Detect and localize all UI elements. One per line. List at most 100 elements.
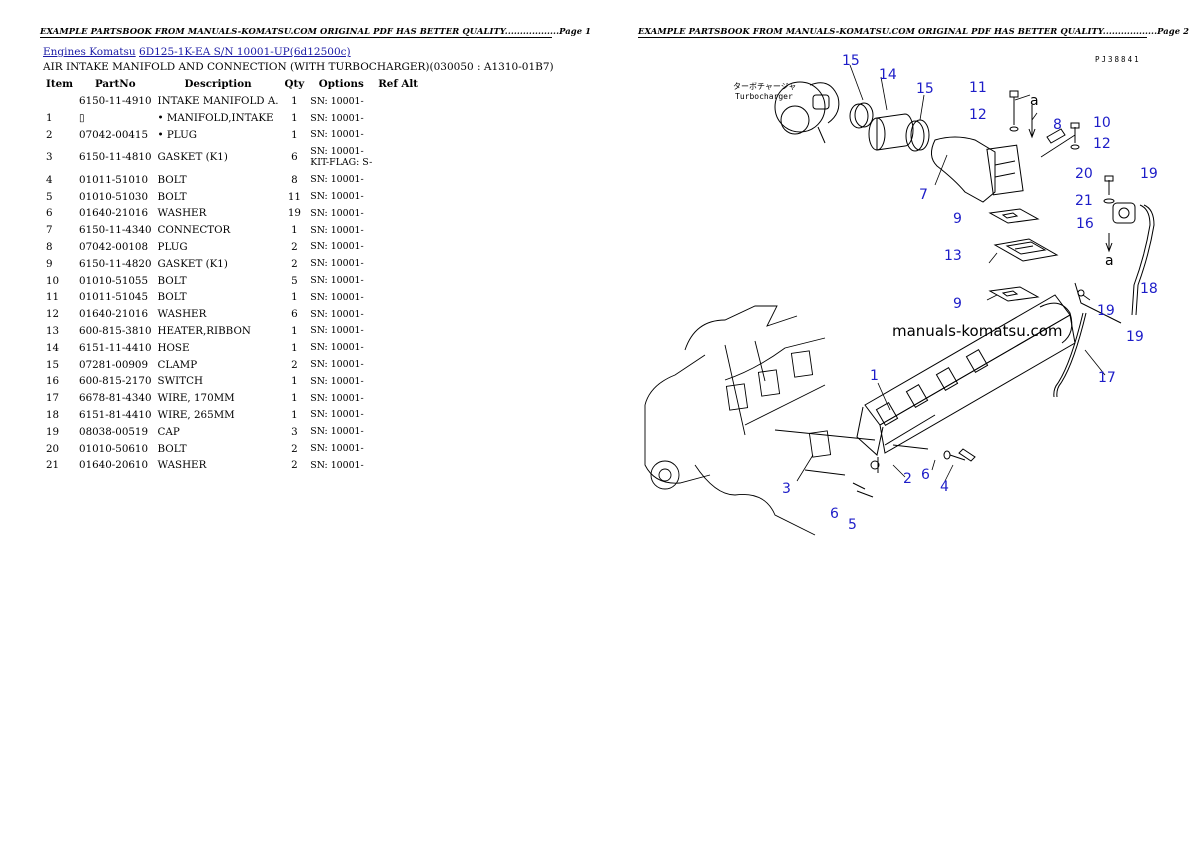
- callout-12: 12: [969, 107, 987, 123]
- page-1: EXAMPLE PARTSBOOK FROM MANUALS-KOMATSU.C…: [40, 26, 591, 474]
- cell-item: 16: [46, 375, 60, 388]
- leader-lines: [796, 64, 1106, 482]
- col-header-options: Options: [318, 78, 364, 90]
- cell-ref-alt: [375, 205, 421, 222]
- cell-description: INTAKE MANIFOLD A.: [157, 95, 279, 108]
- cell-part-number: 07281-00909: [79, 358, 149, 371]
- cell-options: SN: 10001-: [310, 409, 364, 421]
- turbocharger-label-jp: ターボチャージャ: [733, 82, 796, 91]
- cell-options: SN: 10001-: [310, 224, 364, 236]
- cell-part-number: 6151-11-4410: [79, 341, 152, 354]
- callout-16: 16: [1076, 216, 1094, 232]
- callout-3: 3: [782, 481, 791, 497]
- cell-description: WASHER: [157, 308, 207, 321]
- cell-ref-alt: [375, 222, 421, 239]
- cell-part-number: 6678-81-4340: [79, 392, 152, 405]
- cell-description: WIRE, 170MM: [157, 392, 235, 405]
- cell-part-number: 01011-51045: [79, 291, 149, 304]
- hose-and-clamps-drawing: [849, 102, 930, 152]
- cell-part-number: 01010-51055: [79, 274, 149, 287]
- cell-ref-alt: [375, 171, 421, 188]
- cell-description: BOLT: [157, 291, 187, 304]
- cell-options: SN: 10001-: [310, 129, 364, 141]
- callout-6: 6: [830, 506, 839, 522]
- cell-description: SWITCH: [157, 375, 203, 388]
- col-header-qty: Qty: [284, 78, 305, 90]
- arrow-label-a-bottom: a: [1105, 253, 1114, 269]
- bolts-right-drawing: [804, 90, 1155, 498]
- cell-description: • PLUG: [157, 128, 197, 141]
- cell-ref-alt: [375, 407, 421, 424]
- breadcrumb-link-model[interactable]: 6D125-1K-EA S/N 10001-UP(6d12500c): [139, 46, 351, 58]
- parts-table: Item PartNo Description Qty Options Ref …: [43, 75, 421, 474]
- cell-part-number: 01640-20610: [79, 459, 149, 472]
- cell-ref-alt: [375, 373, 421, 390]
- cell-ref-alt: [375, 457, 421, 474]
- cell-item: [43, 93, 76, 110]
- cell-item: 2: [46, 128, 53, 141]
- callout-12: 12: [1093, 136, 1111, 152]
- callout-8: 8: [1053, 117, 1062, 133]
- cell-qty: 6: [291, 308, 298, 321]
- cell-qty: 1: [291, 95, 298, 108]
- callout-1: 1: [870, 368, 879, 384]
- cell-ref-alt: [375, 272, 421, 289]
- callout-6: 6: [921, 467, 930, 483]
- intake-manifold-drawing: [856, 294, 1076, 456]
- callout-19: 19: [1140, 166, 1158, 182]
- cell-description: BOLT: [157, 190, 187, 203]
- watermark: manuals-komatsu.com: [892, 322, 1063, 340]
- cell-options: SN: 10001-: [310, 95, 364, 107]
- callout-13: 13: [944, 248, 962, 264]
- cell-qty: 1: [291, 112, 298, 125]
- breadcrumb-link-engines[interactable]: Engines Komatsu: [43, 46, 136, 58]
- callout-20: 20: [1075, 166, 1093, 182]
- cell-item: 4: [46, 173, 53, 186]
- cell-options: SN: 10001-: [310, 241, 364, 253]
- cell-description: CONNECTOR: [157, 224, 231, 237]
- cell-part-number: 600-815-2170: [79, 375, 152, 388]
- cell-ref-alt: [375, 289, 421, 306]
- cell-ref-alt: [375, 239, 421, 256]
- cell-description: BOLT: [157, 274, 187, 287]
- cell-ref-alt: [375, 93, 421, 110]
- cell-part-number: 600-815-3810: [79, 324, 152, 337]
- cell-item: 5: [46, 190, 53, 203]
- callout-18: 18: [1140, 281, 1158, 297]
- cell-options: SN: 10001-: [310, 443, 364, 455]
- arrow-label-a-top: a: [1030, 93, 1039, 109]
- cell-ref-alt: [375, 127, 421, 144]
- cell-part-number: 01010-51030: [79, 190, 149, 203]
- header-divider: [40, 37, 552, 38]
- cell-description: WASHER: [157, 459, 207, 472]
- cell-ref-alt: [375, 440, 421, 457]
- kit-flag: KIT-FLAG: S-: [310, 157, 373, 169]
- cell-options: SN: 10001-KIT-FLAG: S-: [307, 143, 375, 171]
- cell-options: SN: 10001-: [310, 342, 364, 354]
- cell-qty: 6: [291, 151, 298, 164]
- cell-part-number: 07042-00108: [79, 240, 149, 253]
- cell-description: HOSE: [157, 341, 190, 354]
- page-2: EXAMPLE PARTSBOOK FROM MANUALS-KOMATSU.C…: [595, 0, 1190, 842]
- exploded-parts-diagram: PJ38841 ターボチャージャ Turbocharger a a manual…: [644, 53, 1158, 536]
- cell-qty: 2: [291, 240, 298, 253]
- cell-options: SN: 10001-: [310, 191, 364, 203]
- cell-item: 18: [46, 408, 60, 421]
- callout-7: 7: [919, 187, 928, 203]
- cell-options: SN: 10001-: [310, 112, 364, 124]
- callout-4: 4: [940, 479, 949, 495]
- cell-qty: 1: [291, 128, 298, 141]
